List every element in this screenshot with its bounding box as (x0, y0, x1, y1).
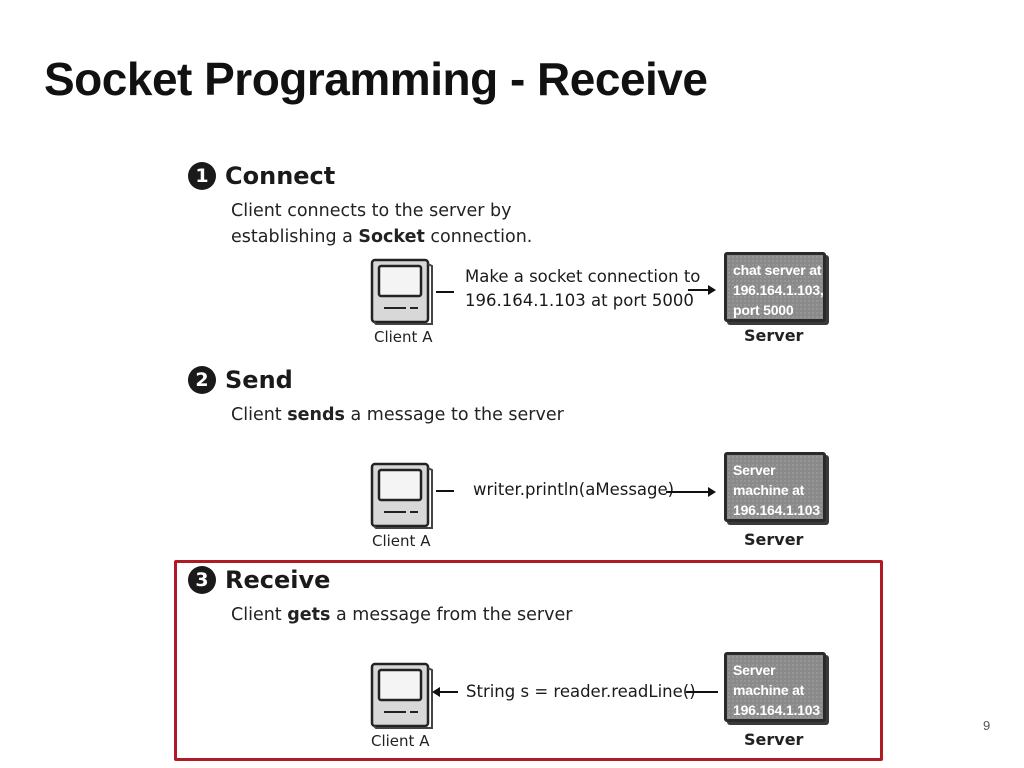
arrow-left-icon (432, 687, 458, 697)
step-title: Send (225, 366, 293, 394)
step-description-line: Client connects to the server by (231, 201, 512, 221)
server-box: Server machine at 196.164.1.103 (724, 652, 826, 722)
message-text: Make a socket connection to 196.164.1.10… (465, 267, 701, 310)
computer-icon (370, 258, 434, 330)
client-label: Client A (372, 532, 431, 550)
server-label: Server (744, 730, 804, 749)
arrow-right-icon (688, 285, 716, 295)
client-label: Client A (371, 732, 430, 750)
step-description: Client sends a message to the server (231, 405, 564, 425)
step-number-badge: 2 (188, 366, 216, 394)
slide-number: 9 (983, 718, 991, 733)
server-box: Server machine at 196.164.1.103 (724, 452, 826, 522)
step-title: Receive (225, 566, 331, 594)
connector-line (686, 691, 718, 693)
step-header: 2 Send (188, 366, 293, 394)
server-label: Server (744, 530, 804, 549)
connector-line (436, 490, 454, 492)
step-description: Client gets a message from the server (231, 605, 573, 625)
slide-title: Socket Programming - Receive (44, 53, 708, 105)
step-header: 1 Connect (188, 162, 335, 190)
step-send: 2 Send Client sends a message to the ser… (188, 366, 868, 566)
server-label: Server (744, 326, 804, 345)
server-box: chat server at 196.164.1.103, port 5000 (724, 252, 826, 322)
step-number-badge: 1 (188, 162, 216, 190)
client-label: Client A (374, 328, 433, 346)
connector-line (436, 291, 454, 293)
step-title: Connect (225, 162, 336, 190)
step-connect: 1 Connect Client connects to the server … (188, 162, 868, 362)
message-text: writer.println(aMessage) (473, 480, 675, 499)
step-header: 3 Receive (188, 566, 330, 594)
step-number-badge: 3 (188, 566, 216, 594)
step-receive: 3 Receive Client gets a message from the… (188, 566, 868, 766)
message-text: String s = reader.readLine() (466, 682, 696, 701)
computer-icon (370, 462, 434, 534)
computer-icon (370, 662, 434, 734)
step-description: Client connects to the server by establi… (231, 198, 571, 250)
highlight-box (174, 560, 883, 761)
arrow-right-icon (666, 487, 716, 497)
step-description-line: establishing a Socket connection. (231, 227, 533, 247)
